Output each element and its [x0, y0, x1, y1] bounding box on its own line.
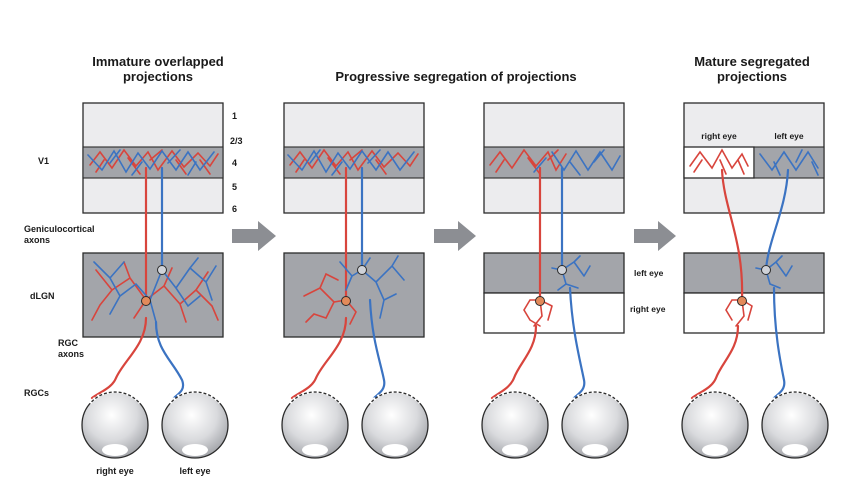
layer-1-label: 1 [232, 111, 237, 121]
dlgn-left-eye-layer [483, 252, 625, 294]
right-eye-label: right eye [96, 466, 134, 476]
geniculocortical-label-line1: Geniculocortical [24, 224, 95, 234]
red-cortical-arbor [489, 148, 567, 175]
dlgn-right-eye-layer [483, 292, 625, 334]
rgc-axons-label-line2: axons [58, 349, 84, 359]
red-lgn-neuron-soma [535, 296, 545, 306]
red-rgc-axon [690, 324, 740, 400]
blue-rgc-axon [154, 320, 185, 400]
red-lgn-neuron-soma [141, 296, 151, 306]
red-cortical-arbor [289, 148, 419, 175]
v1-right-eye-column-label: right eye [701, 131, 737, 141]
blue-rgc-axon [368, 298, 386, 400]
blue-dlgn-arbor [339, 255, 405, 319]
dlgn-label: dLGN [30, 291, 55, 301]
red-lgn-neuron-soma [737, 296, 747, 306]
panel-mature [681, 102, 829, 459]
red-cortical-arbor [89, 148, 219, 175]
arrow-right-icon [634, 221, 676, 251]
dlgn-left-eye-label: left eye [634, 268, 664, 278]
right-eye-globe [281, 390, 349, 459]
blue-lgn-neuron-soma [761, 265, 771, 275]
right-eye-globe [681, 390, 749, 459]
panel-progressive-1 [281, 102, 429, 459]
red-geniculocortical-axon [720, 168, 744, 302]
blue-cortical-arbor [287, 149, 415, 176]
title-mature-line1: Mature segregated [694, 54, 810, 69]
panel-immature [81, 102, 229, 459]
red-rgc-axon [90, 316, 148, 400]
blue-lgn-neuron-soma [557, 265, 567, 275]
arrow-right-icon [434, 221, 476, 251]
red-rgc-axon [290, 316, 348, 400]
title-immature-line2: projections [123, 69, 193, 84]
blue-rgc-axon [772, 286, 786, 400]
blue-cortical-arbor [759, 149, 819, 176]
blue-lgn-neuron-soma [357, 265, 367, 275]
layer-23-label: 2/3 [230, 136, 243, 146]
rgcs-label: RGCs [24, 388, 49, 398]
left-eye-globe [161, 390, 229, 459]
red-dlgn-arbor [303, 272, 357, 325]
right-eye-globe [81, 390, 149, 459]
dlgn-right-eye-layer [683, 292, 825, 334]
layer-6-label: 6 [232, 204, 237, 214]
blue-geniculocortical-axon [764, 168, 790, 272]
left-eye-globe [361, 390, 429, 459]
right-eye-globe [481, 390, 549, 459]
red-cortical-arbor [689, 148, 749, 175]
panel-progressive-2 [481, 102, 629, 459]
blue-dlgn-arbor [755, 255, 793, 289]
blue-dlgn-arbor [93, 257, 217, 323]
blue-cortical-arbor [533, 149, 621, 176]
dlgn-box [283, 252, 425, 338]
title-immature-line1: Immature overlapped [92, 54, 224, 69]
blue-dlgn-arbor [551, 255, 591, 291]
left-eye-globe [761, 390, 829, 459]
v1-label: V1 [38, 156, 49, 166]
title-mature-line2: projections [717, 69, 787, 84]
dlgn-right-eye-label: right eye [630, 304, 666, 314]
blue-cortical-arbor [87, 149, 215, 176]
layer-4-label: 4 [232, 158, 237, 168]
left-eye-globe [561, 390, 629, 459]
rgc-axons-label-line1: RGC [58, 338, 79, 348]
left-eye-label: left eye [179, 466, 210, 476]
red-lgn-neuron-soma [341, 296, 351, 306]
blue-rgc-axon [568, 286, 586, 400]
title-progressive: Progressive segregation of projections [335, 69, 576, 84]
blue-lgn-neuron-soma [157, 265, 167, 275]
v1-left-eye-column-label: left eye [774, 131, 804, 141]
geniculocortical-label-line2: axons [24, 235, 50, 245]
left-eye-ocular-column [753, 146, 825, 179]
red-rgc-axon [490, 324, 538, 400]
layer-5-label: 5 [232, 182, 237, 192]
dlgn-left-eye-layer [683, 252, 825, 294]
arrow-right-icon [232, 221, 276, 251]
